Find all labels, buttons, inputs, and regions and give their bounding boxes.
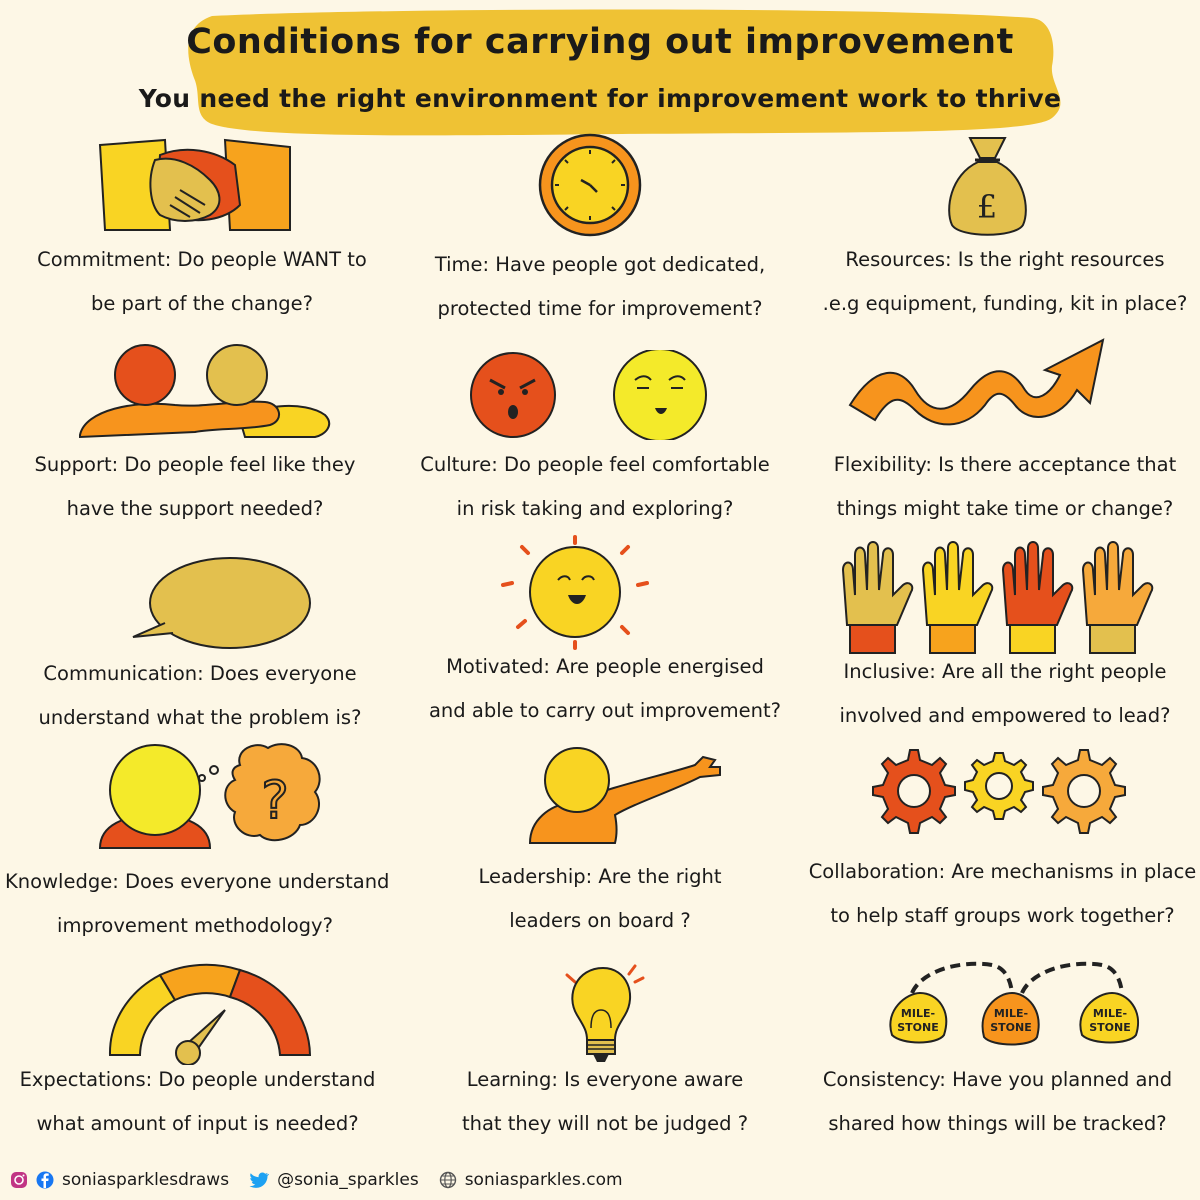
instagram-icon [11,1172,27,1188]
thinking-person-icon: ? [98,743,321,849]
lightbulb-icon [565,964,645,1062]
title-banner [188,9,1061,136]
smiling-sun-icon [501,535,649,650]
svg-text:STONE: STONE [1089,1021,1131,1034]
wavy-arrow-icon [848,338,1105,426]
faces-icon [470,350,707,440]
svg-text:MILE-: MILE- [994,1007,1028,1020]
gauge-icon [108,963,312,1065]
raised-hands-icon [841,541,1154,654]
milestones-icon: MILE- STONE MILE- STONE MILE- STONE [889,961,1139,1046]
clock-icon [538,133,642,237]
svg-text:STONE: STONE [897,1021,939,1034]
gears-icon [872,749,1126,834]
page-title: Conditions for carrying out improvement [186,22,1014,62]
footer-credits: soniasparklesdraws @sonia_sparkles sonia… [10,1165,623,1195]
facebook-icon [36,1171,54,1189]
globe-icon [439,1171,456,1189]
money-bag-icon: £ [948,137,1027,236]
svg-text:STONE: STONE [990,1021,1032,1034]
svg-text:£: £ [977,188,997,226]
pointing-person-icon [528,747,721,844]
support-people-icon [79,344,331,439]
svg-text:MILE-: MILE- [901,1007,935,1020]
twitter-icon [249,1172,270,1188]
page-subtitle: You need the right environment for impro… [138,84,1062,113]
twitter-handle[interactable]: @sonia_sparkles [277,1170,419,1190]
handshake-icon [98,138,291,231]
time-caption: Time: Have people got dedicated,protecte… [434,253,766,320]
resources-caption: Resources: Is the right resources.e.g eq… [822,248,1188,315]
svg-text:?: ? [261,771,289,831]
instagram-facebook-handle[interactable]: soniasparklesdraws [62,1170,230,1190]
speech-bubble-icon [132,557,311,649]
svg-text:MILE-: MILE- [1093,1007,1127,1020]
website-link[interactable]: soniasparkles.com [464,1170,623,1190]
